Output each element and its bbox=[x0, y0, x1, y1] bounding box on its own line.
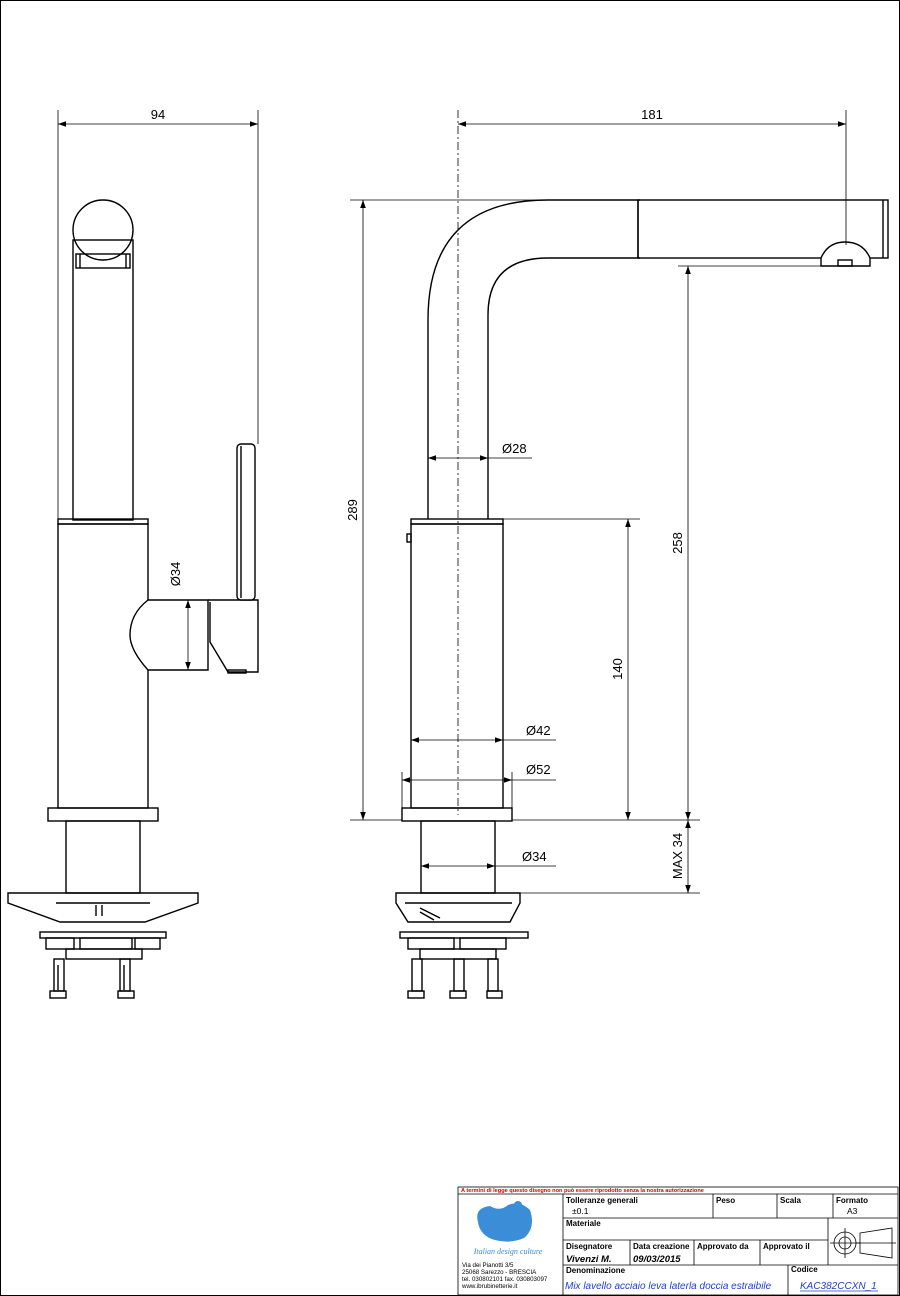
weight-label: Peso bbox=[716, 1196, 735, 1205]
company-address-3: tel. 030802101 fax. 030803097 bbox=[462, 1276, 548, 1283]
designer-value: Vivenzi M. bbox=[566, 1254, 612, 1265]
dim-dia-base: Ø52 bbox=[526, 762, 551, 777]
front-collar-ring bbox=[410, 518, 504, 525]
tolerances-label: Tolleranze generali bbox=[566, 1196, 638, 1205]
tolerances-value: ±0.1 bbox=[572, 1206, 589, 1216]
side-body bbox=[57, 523, 149, 809]
front-mounting-plate bbox=[395, 892, 521, 923]
front-base-plate bbox=[401, 807, 513, 822]
company-address-1: Via dei Pianotti 3/5 bbox=[462, 1262, 514, 1269]
side-spout-end bbox=[72, 199, 134, 261]
side-view-dimensions bbox=[57, 110, 259, 670]
code-value: KAC382CCXN_1 bbox=[800, 1281, 877, 1292]
front-body bbox=[410, 523, 504, 809]
dim-max-thickness: MAX 34 bbox=[670, 833, 685, 879]
side-spout-tube bbox=[72, 239, 134, 521]
side-lever-handle bbox=[236, 443, 256, 601]
designer-label: Disegnatore bbox=[566, 1242, 613, 1251]
created-label: Data creazione bbox=[633, 1242, 690, 1251]
company-slogan: Italian design culture bbox=[473, 1247, 543, 1256]
format-label: Formato bbox=[836, 1196, 868, 1205]
code-label: Codice bbox=[791, 1265, 818, 1274]
side-mounting-plate bbox=[7, 892, 199, 923]
title-block bbox=[457, 1186, 899, 1296]
front-spout-inner bbox=[487, 257, 640, 519]
material-label: Materiale bbox=[566, 1219, 601, 1228]
copyright-notice: A termini di legge questo disegno non pu… bbox=[461, 1188, 704, 1194]
format-value: A3 bbox=[847, 1206, 858, 1216]
approved-by-label: Approvato da bbox=[697, 1242, 749, 1251]
front-shank bbox=[420, 820, 496, 894]
side-shank bbox=[65, 820, 141, 894]
dim-width-side: 94 bbox=[151, 107, 165, 122]
side-spout-collar bbox=[75, 253, 131, 269]
front-view-dimensions bbox=[350, 110, 847, 894]
front-spout-outer bbox=[427, 199, 640, 519]
company-logo bbox=[477, 1201, 532, 1242]
name-label: Denominazione bbox=[566, 1266, 626, 1275]
side-lever-hub bbox=[129, 599, 209, 671]
created-value: 09/03/2015 bbox=[633, 1254, 681, 1265]
side-base-plate bbox=[47, 807, 159, 822]
dim-total-height: 289 bbox=[345, 499, 360, 521]
front-view bbox=[395, 199, 889, 999]
approved-on-label: Approvato il bbox=[763, 1242, 810, 1251]
dim-dia-lever-hub: Ø34 bbox=[168, 562, 183, 587]
dim-width-front: 181 bbox=[641, 107, 663, 122]
front-shower-outlet bbox=[820, 241, 871, 267]
company-address-2: 25068 Sarezzo - BRESCIA bbox=[462, 1269, 537, 1276]
dim-body-height: 140 bbox=[610, 658, 625, 680]
company-website: www.ibrubinetterie.it bbox=[461, 1283, 518, 1290]
dim-dia-body: Ø42 bbox=[526, 723, 551, 738]
dim-dia-shank: Ø34 bbox=[522, 849, 547, 864]
scale-label: Scala bbox=[780, 1196, 801, 1205]
side-view bbox=[7, 199, 259, 999]
dim-dia-spout: Ø28 bbox=[502, 441, 527, 456]
name-value: Mix lavello acciaio leva laterla doccia … bbox=[565, 1281, 772, 1292]
dim-spout-height: 258 bbox=[670, 532, 685, 554]
